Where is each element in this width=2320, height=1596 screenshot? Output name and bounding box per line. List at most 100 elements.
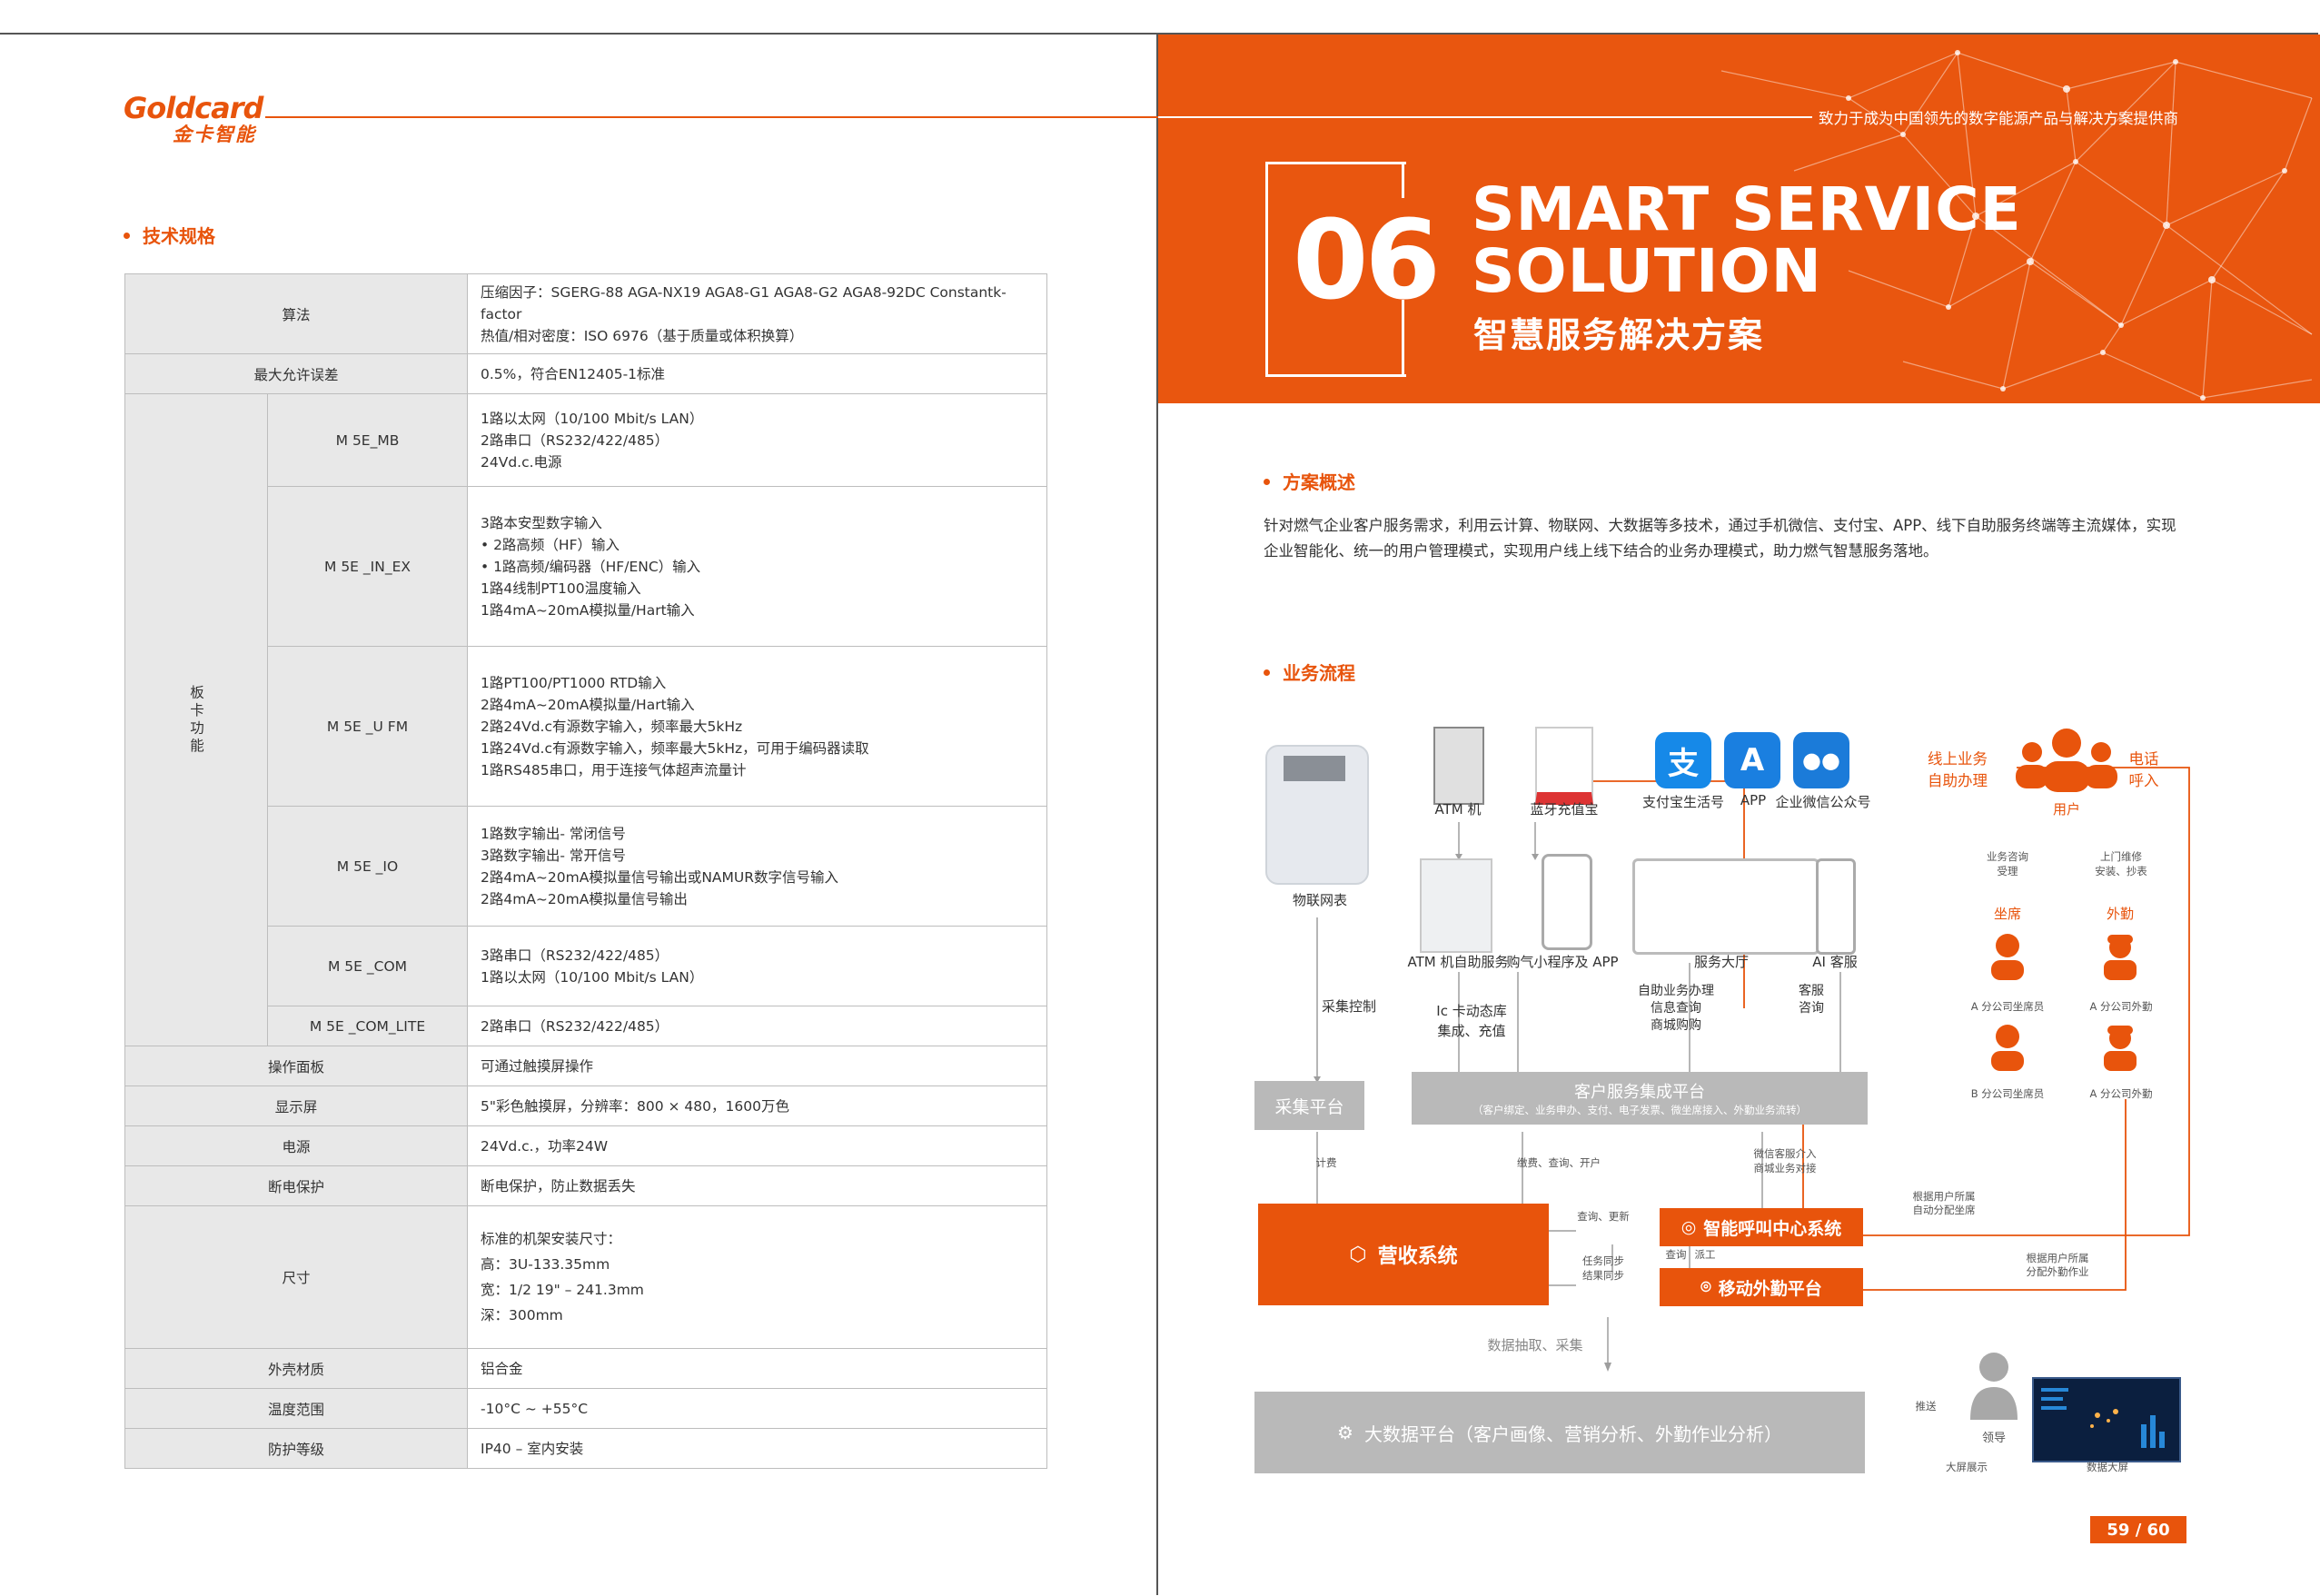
brand-logo-cn: 金卡智能 xyxy=(173,124,256,145)
section-title-overview: 方案概述 xyxy=(1264,468,1355,494)
user-label: 用户 xyxy=(2052,801,2080,818)
field-worker-icon xyxy=(2100,931,2140,980)
bullet-dot-icon xyxy=(124,233,130,239)
chapter-box xyxy=(1265,162,1406,377)
chapter-title-en-2: SOLUTION xyxy=(1472,236,1822,306)
row-label: 尺寸 xyxy=(124,1205,468,1349)
query-update-label: 查询、更新 xyxy=(1577,1210,1630,1223)
page-spine xyxy=(1156,33,1158,1595)
board-value: 3路串口（RS232/422/485） 1路以太网（10/100 Mbit/s … xyxy=(467,926,1047,1006)
chapter-banner xyxy=(1158,35,2320,403)
alipay-icon[interactable]: 支 xyxy=(1655,732,1711,788)
seat-a-label: A 分公司坐席员 xyxy=(1970,1000,2045,1013)
section-title-text: 业务流程 xyxy=(1283,662,1355,684)
call-center-box[interactable]: ◎智能呼叫中心系统 xyxy=(1660,1208,1863,1246)
overview-text: 针对燃气企业客户服务需求，利用云计算、物联网、大数据等多技术，通过手机微信、支付… xyxy=(1264,517,2176,560)
bigdata-platform-box[interactable]: ⚙大数据平台（客户画像、营销分析、外勤作业分析） xyxy=(1254,1392,1865,1473)
seat-label: 坐席 xyxy=(1993,906,2021,922)
app-store-icon[interactable]: A xyxy=(1724,732,1780,788)
seat-b-label: B 分公司坐席员 xyxy=(1970,1087,2045,1100)
bt-label: 蓝牙充值宝 xyxy=(1530,801,1599,818)
board-value: 3路本安型数字输入 • 2路高频（HF）输入 • 1路高频/编码器（HF/ENC… xyxy=(467,486,1047,647)
ai-label: AI 客服 xyxy=(1812,954,1858,970)
board-name: M 5E _COM_LITE xyxy=(267,1006,468,1046)
atm-service-icon xyxy=(1420,858,1492,953)
chapter-title-cn: 智慧服务解决方案 xyxy=(1473,315,1765,355)
collect-platform-box: 采集平台 xyxy=(1254,1081,1364,1130)
wechat-label: 企业微信公众号 xyxy=(1775,794,1871,810)
bullet-dot-icon xyxy=(1264,479,1270,485)
self-service-label: 自助业务办理信息查询商城购购 xyxy=(1638,984,1714,1033)
row-label: 最大允许误差 xyxy=(124,353,468,394)
board-value: 1路以太网（10/100 Mbit/s LAN） 2路串口（RS232/422/… xyxy=(467,393,1047,487)
row-value: 断电保护，防止数据丢失 xyxy=(467,1165,1047,1206)
bluetooth-box-icon xyxy=(1535,727,1593,805)
chapter-box-edge xyxy=(1402,300,1404,374)
push-label: 推送 xyxy=(1915,1400,1937,1413)
chapter-number: 06 xyxy=(1293,198,1441,324)
phone-mini-icon xyxy=(1542,854,1592,950)
board-name: M 5E _IN_EX xyxy=(267,486,468,647)
atm-service-label: ATM 机自助服务 xyxy=(1407,954,1509,970)
table-row: 操作面板 可通过触摸屏操作 xyxy=(124,1046,1047,1086)
data-screen-icon xyxy=(2032,1377,2181,1462)
row-value: 5"彩色触摸屏，分辨率：800 × 480，1600万色 xyxy=(467,1085,1047,1126)
collect-ctrl-label: 采集控制 xyxy=(1321,998,1376,1015)
headset-icon: ◎ xyxy=(1681,1217,1697,1237)
table-row: M 5E _IN_EX 3路本安型数字输入 • 2路高频（HF）输入 • 1路高… xyxy=(125,486,1047,647)
board-value: 2路串口（RS232/422/485） xyxy=(467,1006,1047,1046)
board-name: M 5E_MB xyxy=(267,393,468,487)
row-value: 压缩因子：SGERG-88 AGA-NX19 AGA8-G1 AGA8-G2 A… xyxy=(467,273,1047,354)
row-label: 防护等级 xyxy=(124,1428,468,1469)
screen-label: 数据大屏 xyxy=(2087,1461,2128,1473)
table-row: 最大允许误差 0.5%，符合EN12405-1标准 xyxy=(124,353,1047,394)
banner-rule xyxy=(1158,116,1812,118)
board-value: 1路PT100/PT1000 RTD输入 2路4mA~20mA模拟量/Hart输… xyxy=(467,646,1047,807)
row-value: 标准的机架安装尺寸： 高：3U-133.35mm 宽：1/2 19" – 241… xyxy=(467,1205,1047,1349)
row-label: 操作面板 xyxy=(124,1046,468,1086)
network-pattern-icon xyxy=(1720,50,2313,401)
app-label: APP xyxy=(1740,792,1767,808)
phone-label: 电话呼入 xyxy=(2128,750,2159,789)
sales-system-box[interactable]: ⬡营收系统 xyxy=(1258,1204,1549,1305)
mobile-field-box[interactable]: ⌾移动外勤平台 xyxy=(1660,1268,1863,1306)
wechat-icon[interactable]: ●● xyxy=(1793,732,1849,788)
row-value: 可通过触摸屏操作 xyxy=(467,1046,1047,1086)
bullet-dot-icon xyxy=(1264,669,1270,676)
section-title-spec: 技术规格 xyxy=(124,222,215,248)
spec-table: 算法 压缩因子：SGERG-88 AGA-NX19 AGA8-G1 AGA8-G… xyxy=(124,273,1047,1469)
row-value: -10°C ~ +55°C xyxy=(467,1388,1047,1429)
ic-label: Ic 卡动态库集成、充值 xyxy=(1436,1003,1507,1039)
mini-label: 购气小程序及 APP xyxy=(1506,954,1619,970)
field-a2-label: A 分公司外勤 xyxy=(2089,1087,2153,1100)
dispatch-label: 派工 xyxy=(1694,1248,1716,1261)
page-frame xyxy=(0,33,2318,1596)
pay-query-label: 缴费、查询、开户 xyxy=(1517,1156,1601,1169)
user-repair-label: 上门维修安装、抄表 xyxy=(2095,850,2147,877)
row-value: 0.5%，符合EN12405-1标准 xyxy=(467,353,1047,394)
chapter-box-edge xyxy=(1402,162,1404,198)
meter-display-icon xyxy=(1284,756,1345,781)
section-title-text: 方案概述 xyxy=(1283,471,1355,493)
row-label: 算法 xyxy=(124,273,468,354)
section-title-flow: 业务流程 xyxy=(1264,659,1355,685)
table-row: M 5E _U FM 1路PT100/PT1000 RTD输入 2路4mA~20… xyxy=(125,646,1047,807)
assign-seat-label: 根据用户所属自动分配坐席 xyxy=(1912,1190,1976,1216)
table-row: 板卡功能 M 5E_MB 1路以太网（10/100 Mbit/s LAN） 2路… xyxy=(124,393,1047,1046)
seat-agent-icon xyxy=(1988,931,2028,980)
table-row: M 5E _COM 3路串口（RS232/422/485） 1路以太网（10/1… xyxy=(125,926,1047,1006)
csi-platform-box: 客户服务集成平台 （客户绑定、业务申办、支付、电子发票、微坐席接入、外勤业务流转… xyxy=(1412,1072,1868,1125)
table-row: 外壳材质 铝合金 xyxy=(124,1348,1047,1389)
seat-agent-icon xyxy=(1988,1022,2028,1071)
user-group-icon xyxy=(2012,727,2121,792)
row-label: 温度范围 xyxy=(124,1388,468,1429)
board-value: 1路数字输出- 常闭信号 3路数字输出- 常开信号 2路4mA~20mA模拟量信… xyxy=(467,806,1047,927)
wx-cs-label: 微信客服介入商城业务对接 xyxy=(1753,1147,1817,1175)
board-name: M 5E _IO xyxy=(267,806,468,927)
atm-label: ATM 机 xyxy=(1434,801,1482,818)
table-row: 防护等级 IP40 – 室内安装 xyxy=(124,1428,1047,1469)
user-consult-label: 业务咨询受理 xyxy=(1987,850,2028,877)
table-row: 尺寸 标准的机架安装尺寸： 高：3U-133.35mm 宽：1/2 19" – … xyxy=(124,1205,1047,1349)
ai-phone-icon xyxy=(1816,858,1856,955)
board-group-label: 板卡功能 xyxy=(124,393,268,1046)
